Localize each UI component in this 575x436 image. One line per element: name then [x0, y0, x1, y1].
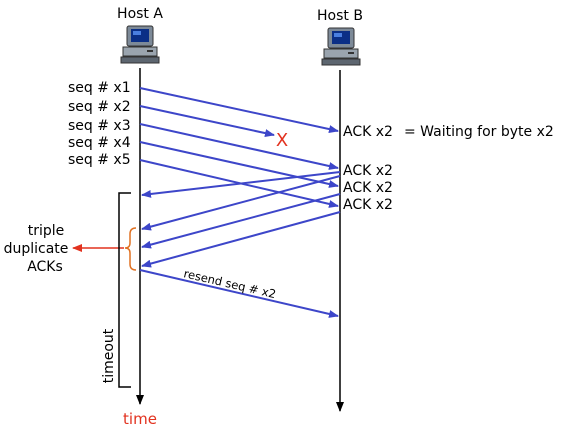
computer-icon: [120, 25, 160, 64]
segment-x1-arrow: [139, 87, 339, 133]
triple-dup-label: triple: [28, 223, 65, 239]
host-a-label: Host A: [117, 6, 163, 22]
ack-label: ACK x2: [343, 180, 393, 196]
seq-label: seq # x4: [68, 135, 131, 151]
ack-label: ACK x2: [343, 124, 393, 140]
timeout-label: timeout: [101, 328, 117, 383]
ack-arrow: [141, 211, 341, 268]
seq-label: seq # x1: [68, 80, 131, 96]
triple-dup-label: ACKs: [27, 259, 63, 275]
ack-arrow: [141, 175, 341, 231]
ack-label: ACK x2: [343, 163, 393, 179]
segment-x3-arrow: [139, 123, 339, 170]
computer-icon: [321, 27, 361, 66]
ack-label: ACK x2: [343, 197, 393, 213]
host-b-label: Host B: [317, 8, 363, 24]
triple-dup-label: duplicate: [4, 241, 69, 257]
resend-arrow: [139, 269, 339, 318]
segment-x2-arrow: [139, 105, 275, 138]
timeout-bracket: [118, 192, 131, 388]
ack-arrow: [141, 193, 341, 249]
time-label: time: [123, 410, 157, 428]
segment-x4-arrow: [139, 141, 339, 188]
triple-dup-brace: [124, 227, 137, 271]
ack-note: = Waiting for byte x2: [404, 124, 554, 140]
ack-arrow: [141, 171, 341, 198]
seq-label: seq # x3: [68, 118, 131, 134]
seq-label: seq # x2: [68, 99, 131, 115]
seq-label: seq # x5: [68, 152, 131, 168]
loss-marker: X: [276, 130, 288, 151]
